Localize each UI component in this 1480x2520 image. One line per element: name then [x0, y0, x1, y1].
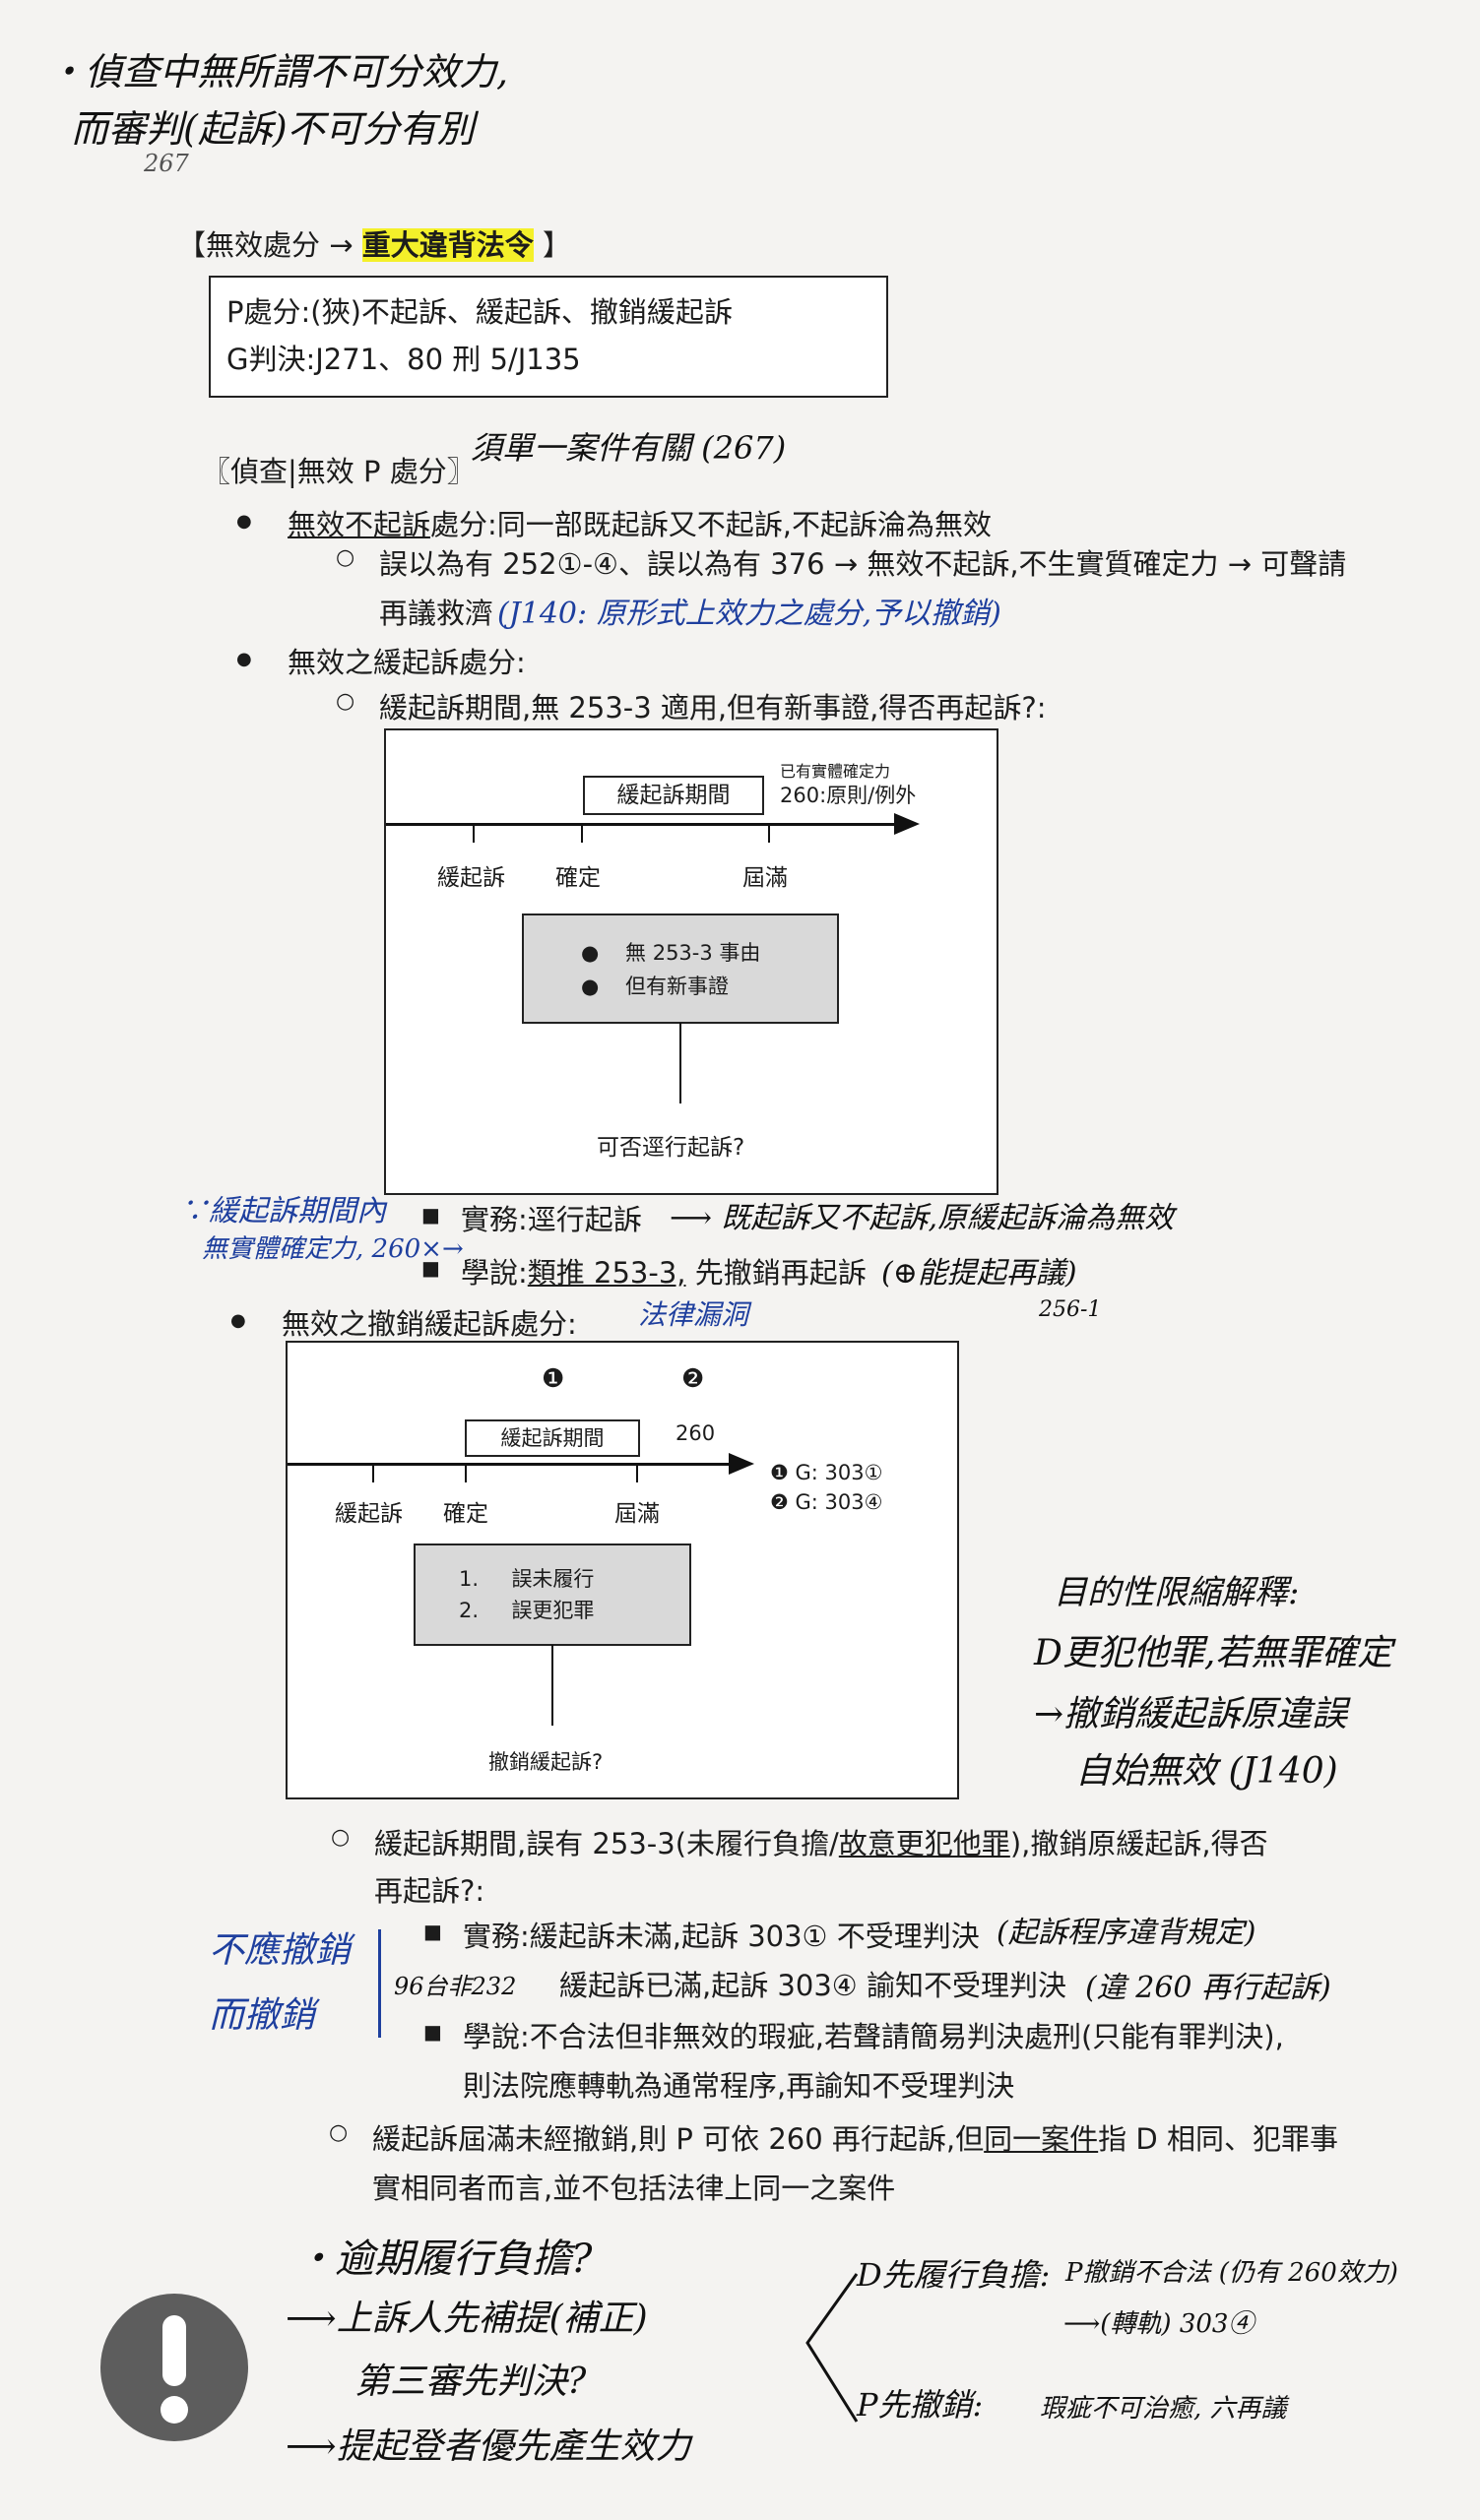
- error-box: 1. 誤未履行 2. 誤更犯罪: [414, 1544, 691, 1646]
- handwritten-branch-2-text: 瑕疵不可治癒, 六再議: [1040, 2394, 1287, 2424]
- top-note-1: 已有實體確定力: [780, 762, 891, 781]
- tick2-label-expiry: 屆滿: [614, 1501, 660, 1527]
- handwritten-right-2: D更犯他罪,若無罪確定: [1034, 1633, 1393, 1673]
- definition-line-1: P處分:(狹)不起訴、緩起訴、撤銷緩起訴: [226, 295, 733, 329]
- handwritten-left-1: 不應撤銷: [209, 1930, 352, 1971]
- tick-mark: [372, 1465, 374, 1482]
- handwritten-branch-icon: [805, 2273, 859, 2423]
- sub-bullet-revocation-error: 緩起訴期間,誤有 253-3(未履行負擔/故意更犯他罪),撤銷原緩起訴,得否: [331, 1821, 1268, 1862]
- tick-mark: [465, 1465, 467, 1482]
- practice-item-1: 實務:逕行起訴: [421, 1197, 642, 1238]
- handwritten-case-ref: 96台非232: [394, 1973, 517, 2000]
- handwritten-side-note-2: 無實體確定力, 260×→: [202, 1234, 464, 1264]
- handwritten-note-260: (違 260 再行起訴): [1085, 1971, 1331, 2005]
- handwritten-branch-1-label: D先履行負擔:: [857, 2256, 1051, 2294]
- theory-item-2: 學說:不合法但非無效的瑕疵,若聲請簡易判決處刑(只能有罪判決),: [423, 2014, 1284, 2055]
- handwritten-theory-note: (⊕能提起再議): [881, 1256, 1077, 1291]
- error-item-1: 1. 誤未履行: [459, 1567, 595, 1591]
- bullet-invalid-non-prosecution: 無效不起訴處分:同一部既起訴又不起訴,不起訴淪為無效: [236, 502, 992, 543]
- handwritten-note-procedure: (起訴程序違背規定): [997, 1916, 1256, 1950]
- sub-bullet-revocation-error-cont: 再起訴?:: [374, 1874, 485, 1908]
- handwritten-branch-2-label: P先撤銷:: [857, 2386, 984, 2424]
- condition-box: ● 無 253-3 事由 ● 但有新事證: [522, 914, 839, 1024]
- handwritten-right-1: 目的性限縮解釋:: [1054, 1573, 1300, 1612]
- handwritten-page-ref: 267: [144, 150, 189, 177]
- diagram2-question: 撤銷緩起訴?: [488, 1750, 604, 1774]
- tick-mark: [581, 825, 583, 843]
- exclamation-icon: [100, 2294, 248, 2441]
- handwritten-branch-1-sub: ⟶(轉軌) 303④: [1063, 2309, 1255, 2339]
- tick-mark: [768, 825, 770, 843]
- handwritten-note-top-2: 而審判(起訴)不可分有別: [71, 107, 475, 151]
- tick-label-final: 確定: [555, 865, 601, 891]
- marker-1: ❶: [542, 1364, 565, 1394]
- tick-mark: [636, 1465, 638, 1482]
- timeline-arrow-2: [288, 1463, 735, 1466]
- arrowhead-icon: [894, 813, 920, 835]
- tick-label-deferral: 緩起訴: [437, 865, 505, 891]
- connector-line: [679, 1023, 681, 1103]
- diagram-question: 可否逕行起訴?: [597, 1135, 745, 1161]
- connector-line-2: [551, 1645, 553, 1726]
- handwritten-practice-note: ⟶ 既起訴又不起訴,原緩起訴淪為無效: [670, 1201, 1175, 1235]
- tick-mark: [473, 825, 475, 843]
- diagram-revocation: ❶ ❷ 緩起訴期間 260 ❶ G: 303① ❷ G: 303④ 緩起訴 確定…: [286, 1341, 959, 1799]
- theory-item-1: 學說:類推 253-3, 先撤銷再起訴: [421, 1250, 867, 1292]
- theory-item-2-cont: 則法院應轉軌為通常程序,再諭知不受理判決: [463, 2069, 1015, 2103]
- handwritten-gap-note: 法律漏洞: [638, 1298, 749, 1331]
- handwritten-left-2: 而撤銷: [209, 1995, 316, 2036]
- handwritten-article-ref: 256-1: [1039, 1297, 1102, 1322]
- period-label: 緩起訴期間: [583, 776, 764, 815]
- tick2-label-final: 確定: [443, 1501, 488, 1527]
- handwritten-side-note-1: ∵緩起訴期間內: [179, 1194, 386, 1228]
- handwritten-subsection-note: 須單一案件有關 (267): [471, 429, 787, 467]
- outcome-2: ❷ G: 303④: [770, 1490, 883, 1514]
- sub-bullet-misjudgment: 誤以為有 252①-④、誤以為有 376 → 無效不起訴,不生實質確定力 → 可…: [336, 541, 1346, 583]
- handwritten-branch-1-text: P撤銷不合法 (仍有 260效力): [1065, 2258, 1398, 2288]
- condition-bullet-1: ● 無 253-3 事由: [581, 941, 761, 965]
- handwritten-bottom-2: 第三審先判決?: [354, 2362, 587, 2402]
- handwritten-bracket: [378, 1929, 381, 2038]
- condition-bullet-2: ● 但有新事證: [581, 975, 730, 998]
- arrowhead-icon: [729, 1453, 754, 1475]
- handwritten-right-4: 自始無效 (J140): [1075, 1751, 1338, 1792]
- tick-label-expiry: 屆滿: [742, 865, 788, 891]
- practice-item-2b: 緩起訴已滿,起訴 303④ 諭知不受理判決: [559, 1969, 1067, 2002]
- subsection-title: 〖偵查|無效 P 處分〗: [202, 455, 476, 488]
- bullet-invalid-revocation: 無效之撤銷緩起訴處分:: [230, 1301, 577, 1343]
- sub-bullet-expiry-cont: 實相同者而言,並不包括法律上同一之案件: [372, 2172, 896, 2205]
- handwritten-j140-note: (J140: 原形式上效力之處分,予以撤銷): [497, 597, 1001, 631]
- tick2-label-deferral: 緩起訴: [335, 1501, 403, 1527]
- handwritten-note-top-1: ‧偵查中無所謂不可分效力,: [47, 50, 509, 94]
- bullet-invalid-deferred: 無效之緩起訴處分:: [236, 640, 526, 681]
- marker-2: ❷: [681, 1364, 705, 1394]
- period-label-2: 緩起訴期間: [465, 1419, 640, 1457]
- sub-bullet-expiry: 緩起訴屆滿未經撤銷,則 P 可依 260 再行起訴,但同一案件指 D 相同、犯罪…: [329, 2116, 1338, 2158]
- outcome-1: ❶ G: 303①: [770, 1461, 883, 1484]
- definition-box: P處分:(狹)不起訴、緩起訴、撤銷緩起訴 G判決:J271、80 刑 5/J13…: [209, 276, 888, 398]
- handwritten-right-3: →撤銷緩起訴原違誤: [1034, 1694, 1348, 1734]
- highlighted-term: 重大違背法令: [361, 228, 534, 262]
- error-item-2: 2. 誤更犯罪: [459, 1599, 595, 1622]
- top-note-2: 260:原則/例外: [780, 784, 917, 807]
- practice-item-2: 實務:緩起訴未滿,起訴 303① 不受理判決: [423, 1914, 980, 1955]
- article-260-label: 260: [676, 1421, 716, 1445]
- handwritten-bottom-question: ‧逾期履行負擔?: [295, 2236, 593, 2282]
- handwritten-bottom-3: ⟶提起登者優先產生效力: [286, 2426, 691, 2467]
- handwritten-bottom-1: ⟶上訴人先補提(補正): [286, 2299, 648, 2339]
- sub-bullet-misjudgment-cont: 再議救濟: [379, 597, 494, 630]
- diagram-deferred-period: 緩起訴期間 已有實體確定力 260:原則/例外 緩起訴 確定 屆滿 ● 無 25…: [384, 728, 998, 1195]
- definition-line-2: G判決:J271、80 刑 5/J135: [226, 343, 581, 376]
- timeline-arrow: [386, 823, 900, 826]
- sub-bullet-new-evidence: 緩起訴期間,無 253-3 適用,但有新事證,得否再起訴?:: [336, 685, 1047, 726]
- section-heading: 【無效處分 → 重大違背法令 】: [177, 228, 571, 262]
